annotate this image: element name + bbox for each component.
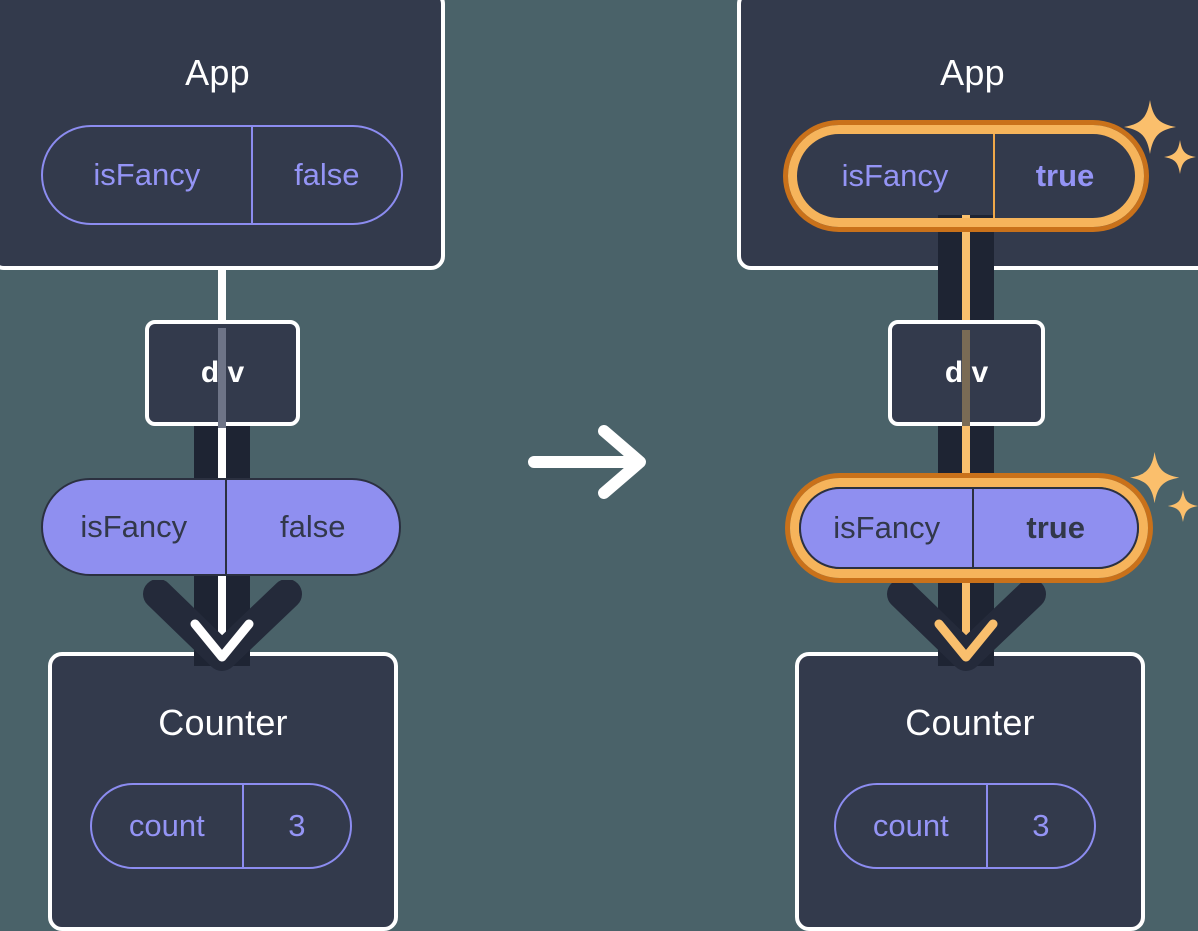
app-state-pill-before: isFancy false	[41, 125, 403, 225]
prop-key-before: isFancy	[43, 480, 227, 574]
counter-state-key-after: count	[836, 785, 988, 867]
sparkles-icon-app-after	[1124, 100, 1196, 174]
counter-title-before: Counter	[158, 702, 288, 743]
counter-state-pill-after: count 3	[834, 783, 1096, 869]
arrow-head-before	[190, 619, 254, 662]
sparkles-icon-prop-after	[1130, 452, 1198, 523]
arrow-head-after	[934, 619, 998, 662]
counter-state-value-after: 3	[1032, 808, 1050, 843]
transition-arrow-right-icon	[528, 425, 646, 499]
app-state-pill-after[interactable]: isFancy true	[788, 125, 1144, 227]
app-state-key-before: isFancy	[43, 127, 253, 223]
prop-pill-before: isFancy false	[41, 478, 401, 576]
prop-value-before: false	[280, 509, 346, 544]
prop-value-after: true	[1026, 510, 1085, 545]
connector-div-prop-before	[194, 424, 250, 486]
app-title-after: App	[940, 52, 1005, 93]
connector-behind-div-before	[218, 328, 226, 428]
connector-behind-div-after	[962, 330, 970, 426]
connector-app-div-before	[218, 268, 226, 328]
app-state-value-before: false	[294, 157, 360, 192]
counter-state-key-before: count	[92, 785, 244, 867]
counter-state-value-before: 3	[288, 808, 306, 843]
prop-pill-after[interactable]: isFancy true	[790, 478, 1148, 578]
connector-app-div-after	[938, 215, 994, 330]
app-title-before: App	[185, 52, 250, 93]
counter-title-after: Counter	[905, 702, 1035, 743]
app-state-key-after: isFancy	[797, 134, 996, 218]
app-state-value-after: true	[1035, 158, 1095, 193]
prop-key-after: isFancy	[801, 489, 975, 567]
counter-state-pill-before: count 3	[90, 783, 352, 869]
